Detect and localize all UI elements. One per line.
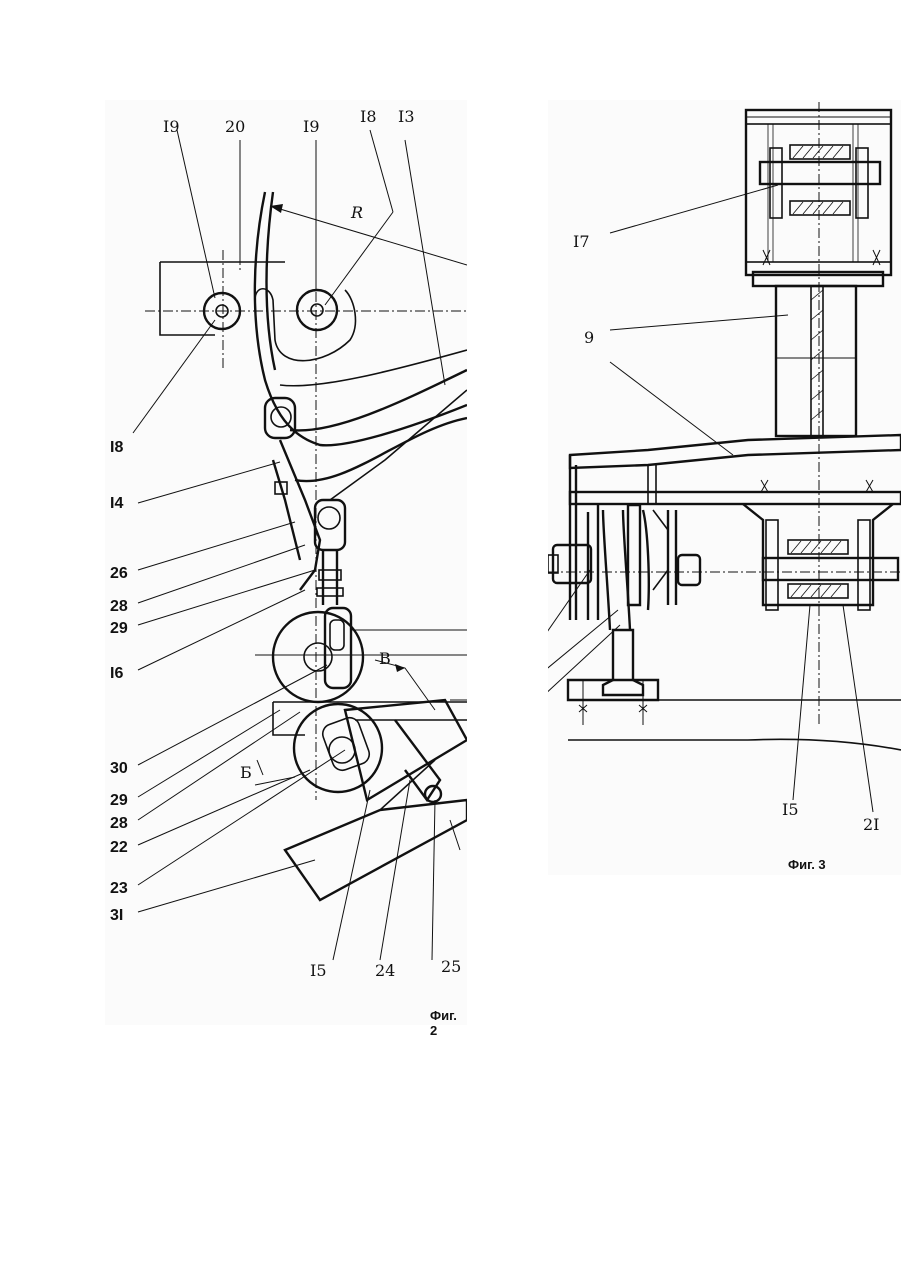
label-24: 24 [375, 961, 395, 980]
label-26: 26 [110, 565, 128, 582]
label-16: I6 [110, 665, 123, 682]
label-14: I4 [110, 495, 123, 512]
label-15-fig3: I5 [782, 800, 799, 819]
label-18-top: I8 [360, 107, 377, 126]
label-23: 23 [110, 880, 128, 897]
label-29a: 29 [110, 620, 128, 637]
axle-15 [763, 558, 898, 580]
label-20: 20 [225, 117, 245, 136]
column-9 [776, 286, 856, 436]
figure-2-drawing: I9 20 I9 I8 I3 R I8 I4 26 28 29 I6 30 29… [105, 100, 467, 1025]
plate-31 [285, 800, 467, 900]
label-28a: 28 [110, 598, 128, 615]
label-31: 3I [110, 907, 123, 924]
figure-3-caption: Фиг. 3 [788, 857, 826, 872]
figure-3: I7 9 I5 2I Фиг. 3 [548, 100, 901, 875]
lever-13 [255, 192, 467, 445]
label-15: I5 [310, 961, 327, 980]
label-28b: 28 [110, 815, 128, 832]
label-13: I3 [398, 107, 415, 126]
roller-22 [294, 704, 382, 792]
label-r: R [350, 203, 363, 222]
label-section-b: Б [240, 763, 252, 782]
lower-plate [570, 492, 901, 504]
label-19-left: I9 [163, 117, 180, 136]
label-17: I7 [573, 232, 590, 251]
label-21: 2I [863, 815, 880, 834]
label-22: 22 [110, 839, 128, 856]
label-29b: 29 [110, 792, 128, 809]
figure-2: I9 20 I9 I8 I3 R I8 I4 26 28 29 I6 30 29… [105, 100, 467, 1025]
rail [603, 630, 643, 695]
label-18-left: I8 [110, 439, 123, 456]
label-30: 30 [110, 760, 128, 777]
figure-3-drawing: I7 9 I5 2I [548, 100, 901, 875]
axle-17 [760, 162, 880, 184]
label-9: 9 [584, 328, 594, 347]
wheel-10 [588, 505, 676, 630]
pin-25 [425, 786, 441, 802]
frame-beam [570, 435, 901, 468]
arm-23 [345, 700, 467, 800]
label-section-v: В [379, 649, 391, 668]
label-25: 25 [441, 957, 461, 976]
label-19-right: I9 [303, 117, 320, 136]
roller-16 [273, 612, 363, 702]
figure-2-caption: Фиг. 2 [430, 1008, 467, 1038]
